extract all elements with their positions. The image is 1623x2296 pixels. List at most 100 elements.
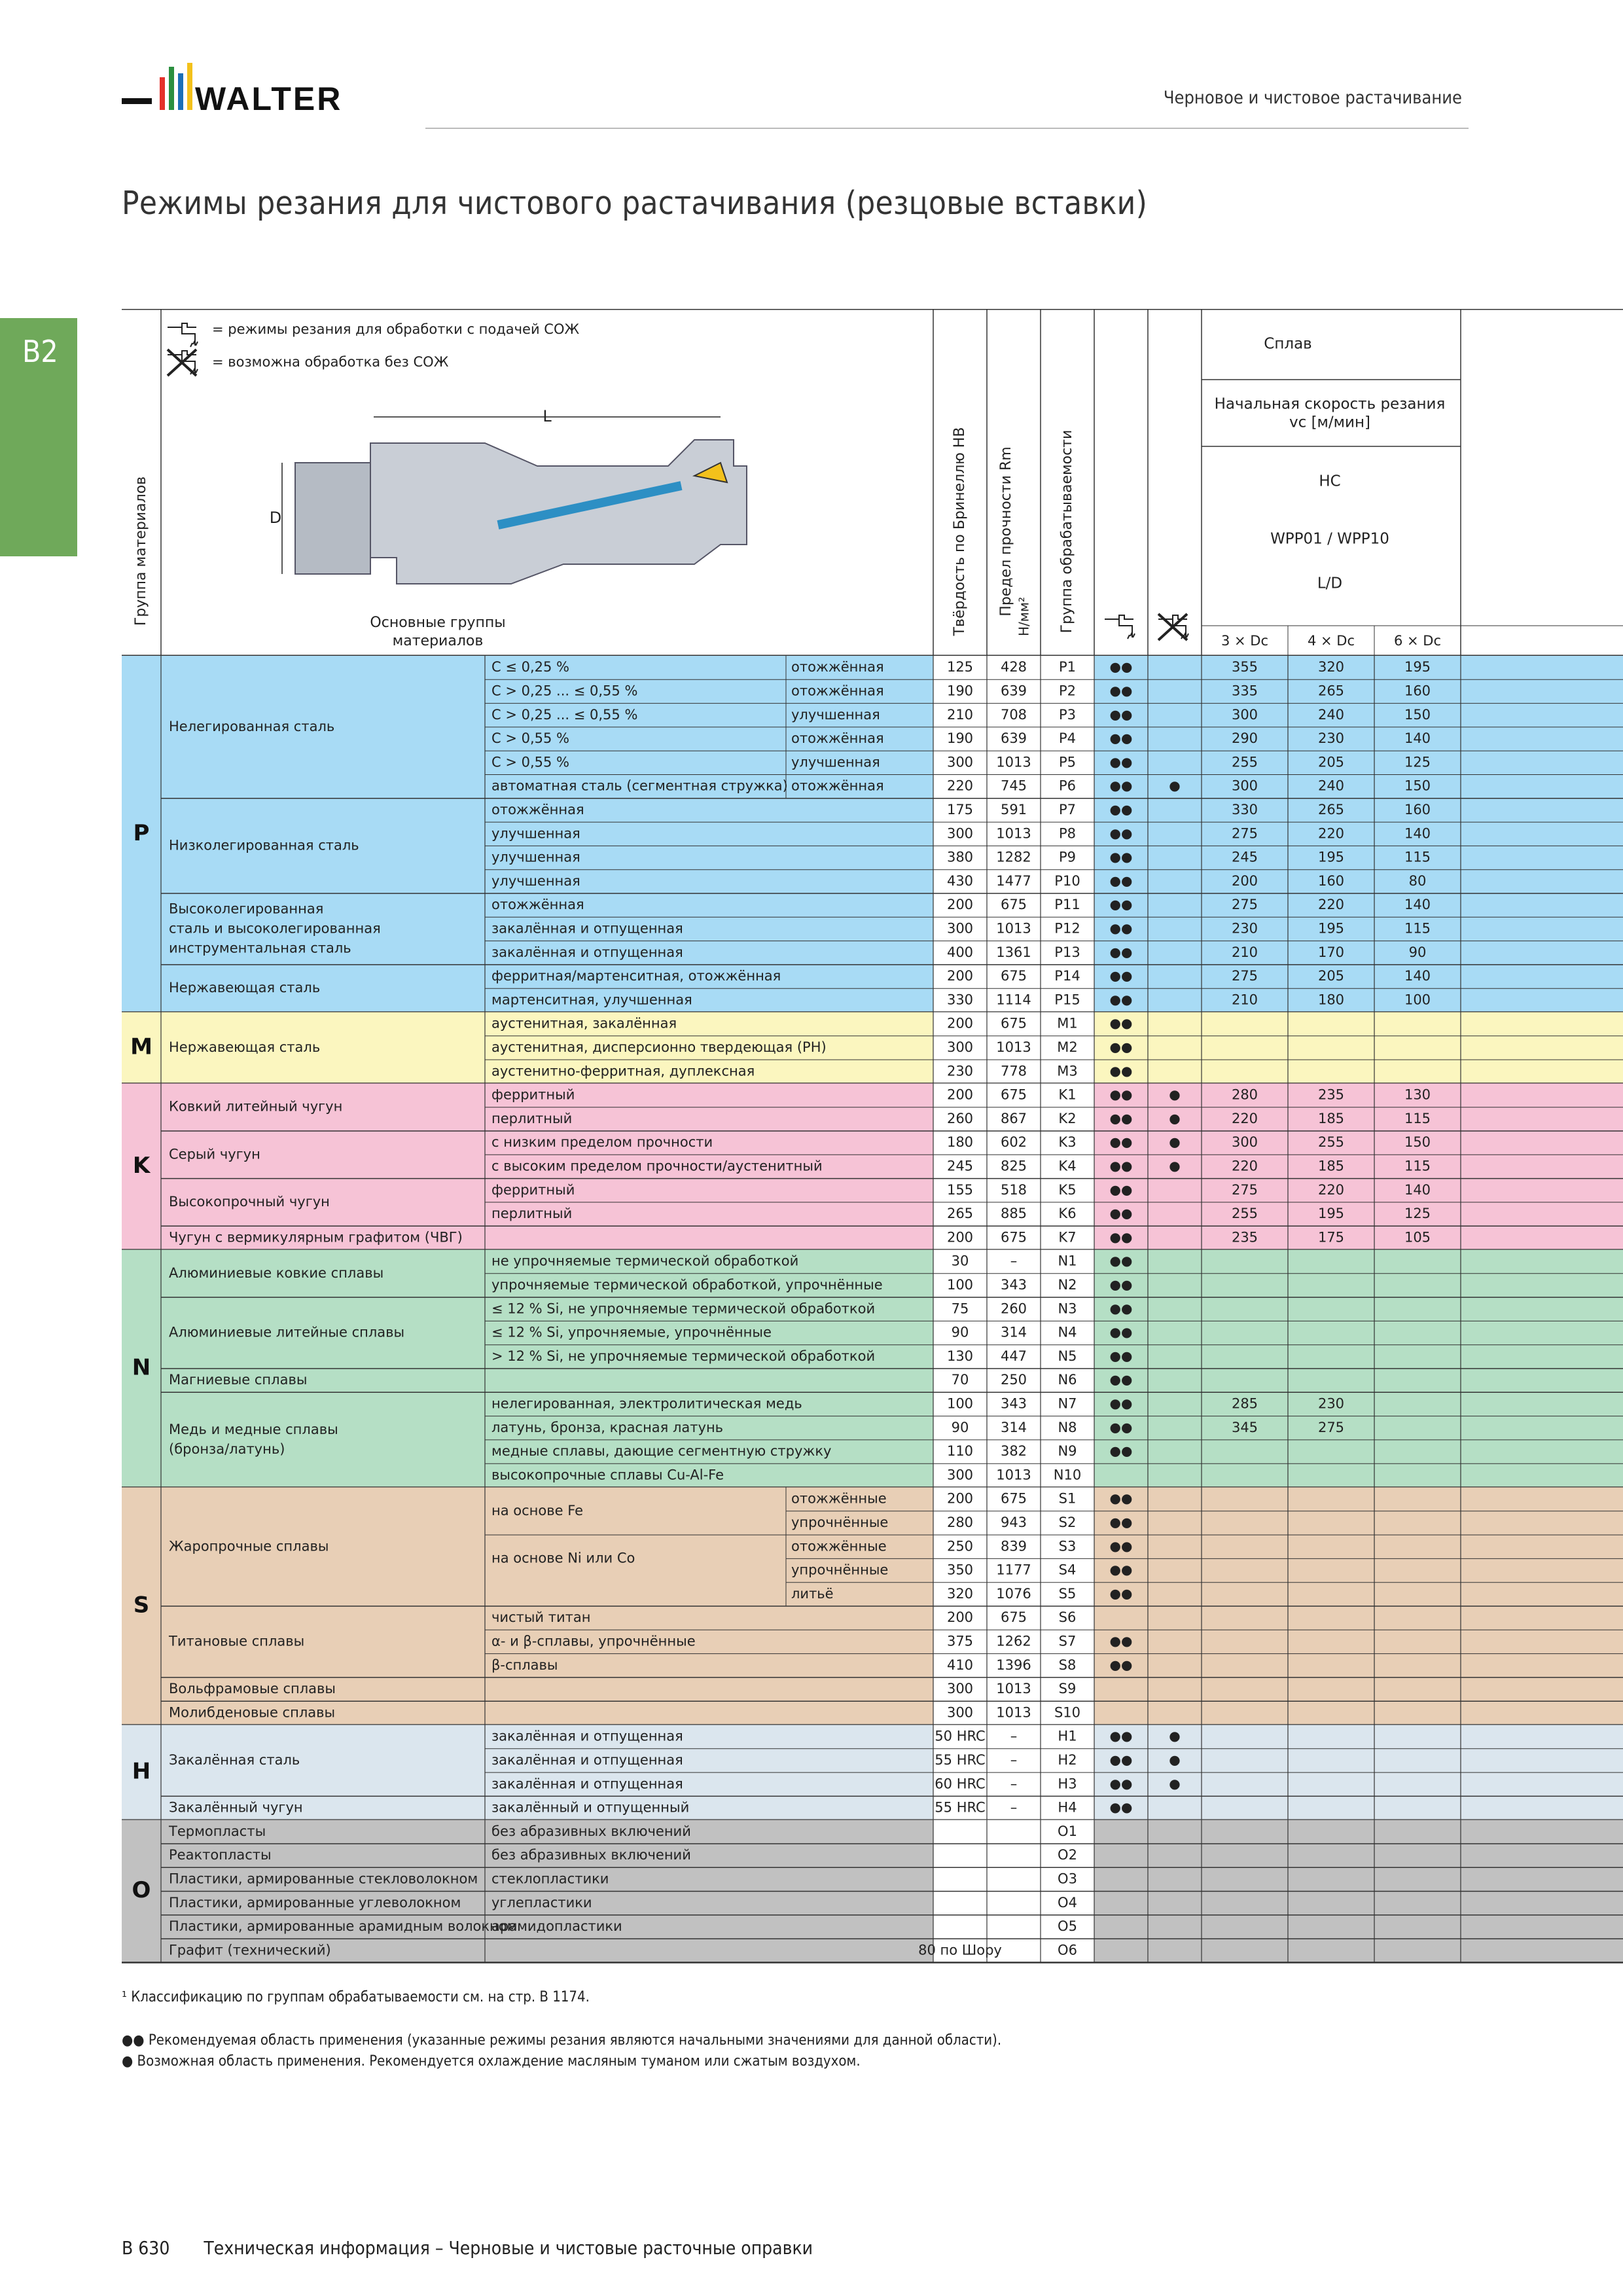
group-data-bg <box>933 1083 1094 1250</box>
machinability-group: N1 <box>1058 1253 1077 1269</box>
condition-text: перлитный <box>491 1206 572 1221</box>
coolant-rating: ●● <box>1110 801 1133 817</box>
hardness-value: 280 <box>947 1515 973 1530</box>
header-alloy: Сплав <box>1264 336 1311 353</box>
hardness-value: 245 <box>947 1158 973 1174</box>
condition-text: улучшенная <box>491 873 580 889</box>
machinability-group: P7 <box>1059 802 1076 817</box>
material-name: Нелегированная сталь <box>169 719 334 734</box>
material-name: Закалённый чугун <box>169 1800 303 1816</box>
condition-text: нелегированная, электролитическая медь <box>491 1395 802 1411</box>
machinability-group: S8 <box>1059 1657 1077 1673</box>
cutting-speed-value: 205 <box>1318 754 1344 770</box>
boring-bar-drawing <box>294 439 747 584</box>
hardness-value: 430 <box>947 873 973 889</box>
hardness-value: 330 <box>947 992 973 1007</box>
hardness-value: 250 <box>947 1538 973 1554</box>
tensile-value: 839 <box>1001 1538 1027 1554</box>
header-machinability: Группа обрабатываемости <box>1059 430 1075 634</box>
coolant-icon <box>168 323 198 348</box>
tensile-value: 343 <box>1001 1395 1027 1411</box>
cutting-speed-value: 235 <box>1318 1087 1344 1103</box>
machinability-group: N9 <box>1058 1443 1077 1459</box>
cutting-speed-value: 245 <box>1232 850 1258 865</box>
walter-logo: WALTER <box>122 63 340 117</box>
hardness-value: 380 <box>947 850 973 865</box>
coolant-rating: ●● <box>1110 897 1133 912</box>
hardness-value: 410 <box>947 1657 973 1673</box>
dry-rating: ● <box>1169 778 1180 793</box>
cutting-speed-value: 210 <box>1232 944 1258 960</box>
condition-text: ферритный <box>491 1182 575 1198</box>
tensile-value: 382 <box>1001 1443 1027 1459</box>
tensile-value: 1361 <box>996 944 1031 960</box>
coolant-rating: ●● <box>1110 1657 1133 1672</box>
machinability-group: K4 <box>1058 1158 1076 1174</box>
coolant-rating: ●● <box>1110 920 1133 936</box>
coolant-rating: ●● <box>1110 1181 1133 1197</box>
cutting-speed-value: 180 <box>1318 992 1344 1007</box>
condition-text: упрочняемые термической обработкой, упро… <box>491 1277 883 1293</box>
material-name: Молибденовые сплавы <box>169 1704 335 1720</box>
hardness-value: 265 <box>947 1206 973 1221</box>
tensile-value: 1013 <box>996 1039 1031 1055</box>
tensile-value: 518 <box>1001 1182 1027 1198</box>
tensile-value: 1076 <box>996 1586 1031 1602</box>
cutting-speed-value: 80 <box>1409 873 1427 889</box>
hardness-value: 200 <box>947 1609 973 1625</box>
coolant-rating: ●● <box>1110 872 1133 888</box>
cutting-speed-value: 140 <box>1404 1182 1431 1198</box>
cutting-speed-value: 195 <box>1318 1206 1344 1221</box>
material-name: Чугун с вермикулярным графитом (ЧВГ) <box>169 1229 463 1245</box>
material-name: инструментальная сталь <box>169 940 351 956</box>
coolant-rating: ●● <box>1110 1324 1133 1340</box>
coolant-rating: ●● <box>1110 1585 1133 1601</box>
hardness-value: 300 <box>947 754 973 770</box>
cutting-speed-value: 265 <box>1318 802 1344 817</box>
cutting-speed-value: 195 <box>1318 920 1344 936</box>
section-title: Черновое и чистовое растачивание <box>1163 88 1462 108</box>
hardness-value: 175 <box>947 802 973 817</box>
condition-text: с низким пределом прочности <box>491 1134 713 1150</box>
tensile-value: 1013 <box>996 1681 1031 1696</box>
drawing-caption: Основные группы <box>370 615 505 631</box>
header-hardness: Твёрдость по Бринеллю HB <box>952 427 968 637</box>
machinability-group: N4 <box>1058 1325 1077 1340</box>
condition-text: на основе Ni или Co <box>491 1550 635 1566</box>
coolant-rating: ●● <box>1110 1799 1133 1815</box>
machinability-group: S9 <box>1059 1681 1077 1696</box>
dry-column-icon <box>1158 615 1189 639</box>
cutting-speed-value: 115 <box>1404 920 1431 936</box>
cutting-speed-value: 320 <box>1318 659 1344 675</box>
coolant-rating: ●● <box>1110 730 1133 746</box>
group-vc-bg <box>1094 656 1623 1013</box>
machinability-group: K7 <box>1058 1229 1076 1245</box>
condition-text: закалённая и отпущенная <box>491 920 683 936</box>
hardness-value: 300 <box>947 1039 973 1055</box>
coolant-rating: ●● <box>1110 1538 1133 1554</box>
cutting-speed-value: 220 <box>1318 1182 1344 1198</box>
machinability-group: P8 <box>1059 825 1076 841</box>
hardness-value: 125 <box>947 659 973 675</box>
machinability-group: H1 <box>1058 1729 1077 1744</box>
cutting-speed-value: 285 <box>1232 1395 1258 1411</box>
coolant-rating: ●● <box>1110 1039 1133 1054</box>
drawing-caption: материалов <box>393 633 484 649</box>
tensile-value: 343 <box>1001 1277 1027 1293</box>
tensile-value: 1013 <box>996 754 1031 770</box>
cutting-speed-value: 355 <box>1232 659 1258 675</box>
material-name: Графит (технический) <box>169 1942 331 1958</box>
condition-text: перлитный <box>491 1111 572 1126</box>
cutting-speed-value: 275 <box>1232 897 1258 912</box>
cutting-speed-value: 160 <box>1318 873 1344 889</box>
cutting-speed-value: 195 <box>1404 659 1431 675</box>
machinability-group: P2 <box>1059 683 1076 698</box>
condition-text: ≤ 12 % Si, упрочняемые, упрочнённые <box>491 1325 772 1340</box>
footnote-possible: ● Возможная область применения. Рекоменд… <box>122 2053 861 2070</box>
cutting-speed-value: 240 <box>1318 707 1344 723</box>
hardness-value: 90 <box>952 1420 969 1435</box>
machinability-group: P3 <box>1059 707 1076 723</box>
machinability-group: S1 <box>1059 1491 1077 1507</box>
machinability-group: O3 <box>1058 1871 1077 1886</box>
